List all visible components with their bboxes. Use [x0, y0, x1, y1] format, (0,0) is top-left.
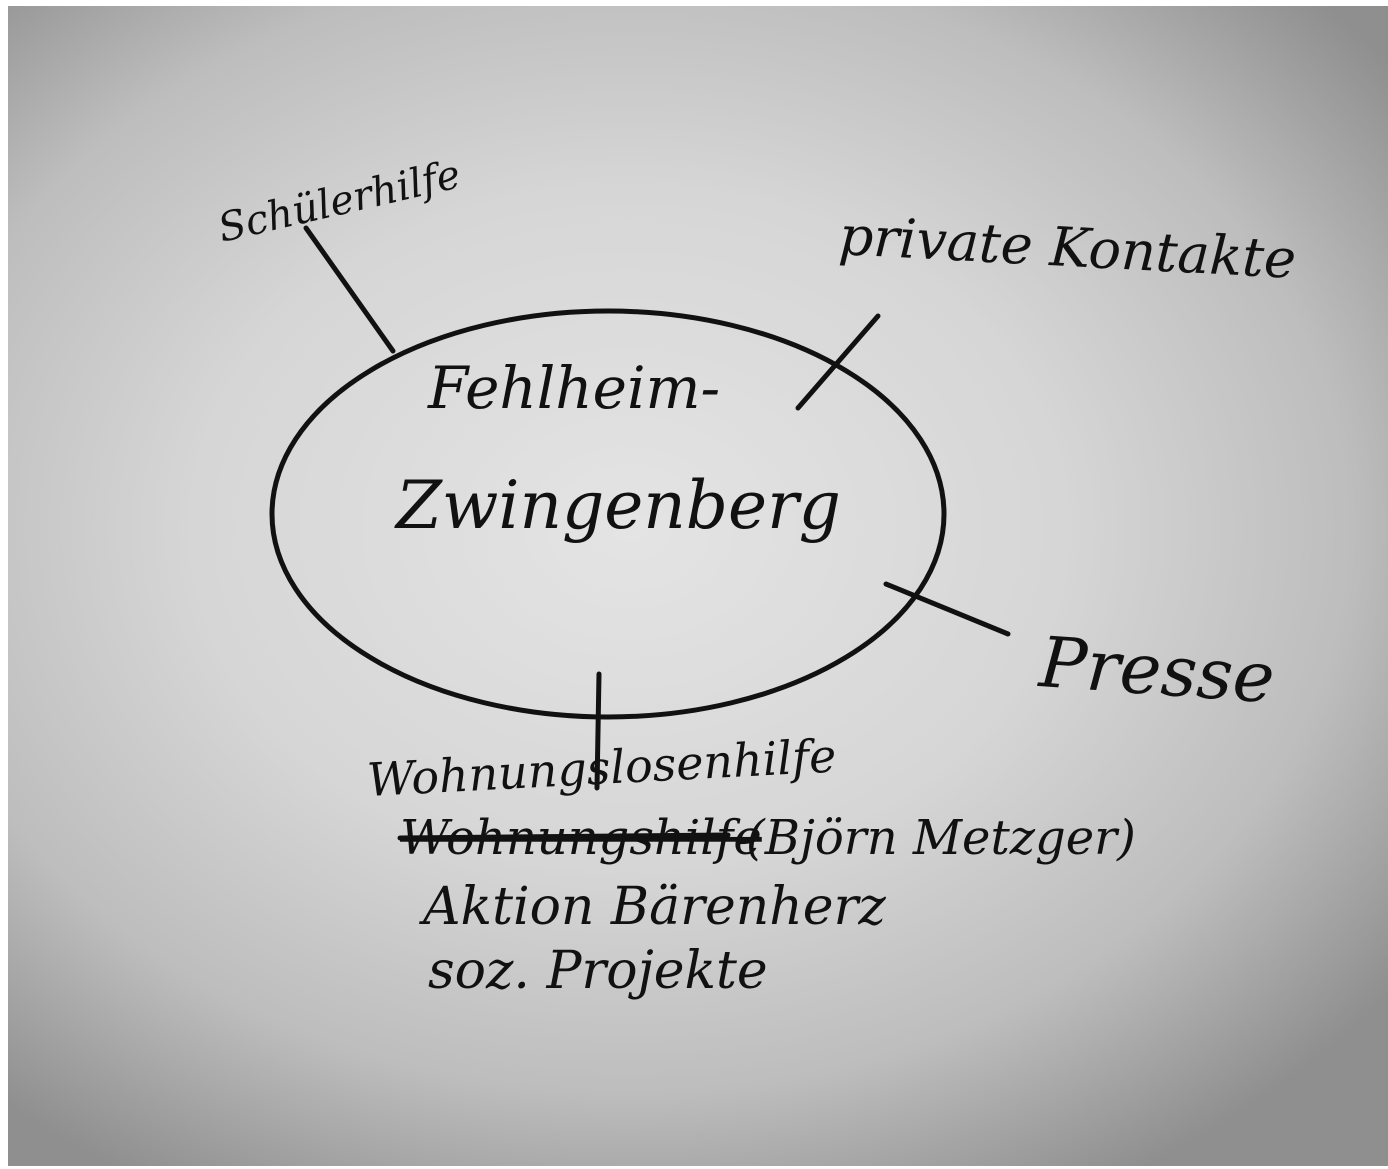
branch-label-bottom-line4: soz. Projekte: [428, 941, 768, 1001]
connector-bottom: [594, 671, 602, 791]
branch-label-top-right: private Kontakte: [837, 204, 1297, 291]
branch-label-top-left: Schülerhilfe: [214, 151, 465, 251]
branch-label-bottom-line1: Wohnungslosenhilfe: [366, 728, 838, 807]
center-ellipse: [269, 308, 947, 720]
connector-top-right: [795, 313, 881, 411]
paper-sheet: Fehlheim- Zwingenberg Schülerhilfe priva…: [8, 6, 1388, 1166]
center-label-line2: Zwingenberg: [394, 467, 841, 544]
mind-map-diagram: Fehlheim- Zwingenberg Schülerhilfe priva…: [214, 151, 1298, 1001]
connector-top-left: [303, 225, 396, 354]
strike-through-line: [397, 832, 731, 841]
center-label-line1: Fehlheim-: [427, 354, 720, 422]
branch-label-bottom-line2: (Björn Metzger): [746, 810, 1136, 866]
branch-label-right: Presse: [1035, 621, 1277, 719]
connector-right: [883, 581, 1011, 637]
branch-label-bottom-line3: Aktion Bärenherz: [419, 877, 886, 937]
